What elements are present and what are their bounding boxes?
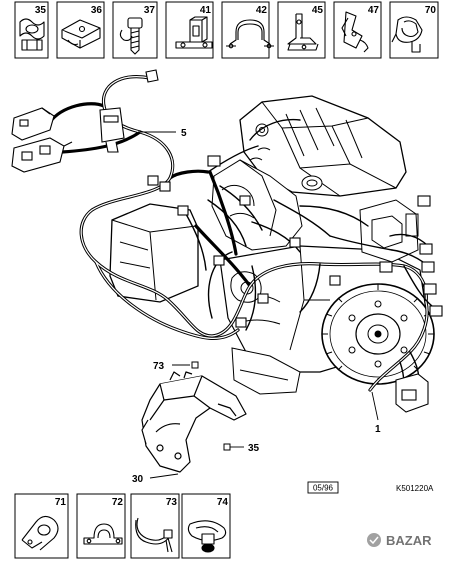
part-cell-35 — [14, 1, 49, 59]
part-cell-37 — [112, 1, 158, 59]
bottom-parts-strip — [14, 493, 231, 559]
connector-block — [429, 305, 443, 317]
connector-block — [147, 175, 159, 186]
connector-block — [423, 283, 437, 295]
center-connector — [99, 107, 125, 153]
part-number-71: 71 — [55, 497, 67, 508]
callout-bracket: 30 — [132, 474, 144, 485]
bottom-part-numbers: 71 72 73 74 — [55, 497, 229, 508]
part-number-47: 47 — [368, 5, 380, 16]
part-number-37: 37 — [144, 5, 156, 16]
connector-block — [239, 195, 251, 206]
part-number-42: 42 — [256, 5, 268, 16]
left-connector-lower — [11, 137, 73, 173]
clip-35-part — [223, 443, 231, 451]
watermark: BAZAR — [367, 533, 432, 548]
saddle-clip-icon — [83, 523, 123, 545]
date-code: 05/96 — [313, 484, 334, 493]
part-number-72: 72 — [112, 497, 124, 508]
tie-mount-icon — [187, 520, 227, 553]
screw-clip-icon — [119, 17, 143, 55]
flywheel — [321, 283, 435, 385]
connector-block — [417, 195, 431, 207]
clip-73-part — [191, 361, 199, 369]
part-cell-45 — [277, 1, 326, 59]
mounting-bracket — [141, 371, 247, 473]
connector-block — [419, 243, 433, 255]
date-stamp: 05/96 — [307, 481, 339, 494]
callout-clip-bottom: 35 — [248, 443, 260, 454]
harness-connectors — [11, 69, 443, 413]
harness-plug — [145, 69, 159, 83]
top-part-numbers: 35 36 37 41 42 45 47 70 — [35, 5, 437, 16]
spring-bracket-icon — [341, 11, 369, 53]
left-connector-upper — [11, 107, 55, 141]
part-cell-71 — [14, 493, 69, 559]
part-cell-72 — [76, 493, 126, 559]
connector-block — [329, 275, 341, 286]
connector-block — [177, 205, 189, 216]
part-number-73: 73 — [166, 497, 178, 508]
connector-block — [159, 181, 171, 192]
part-number-45: 45 — [312, 5, 324, 16]
part-number-35: 35 — [35, 5, 47, 16]
callout-leaders — [138, 131, 379, 479]
callout-clip-top: 73 — [153, 361, 165, 372]
cable-tie-icon — [135, 517, 173, 553]
part-cell-36 — [56, 1, 105, 59]
part-number-36: 36 — [91, 5, 103, 16]
callout-harness-upper: 5 — [181, 128, 187, 139]
lower-right-connector — [395, 373, 429, 413]
part-number-41: 41 — [200, 5, 212, 16]
bracket-plate-icon — [61, 19, 101, 49]
part-cell-74 — [181, 493, 231, 559]
connector-block — [213, 255, 225, 266]
grommet-clip-icon — [19, 18, 45, 51]
callout-labels: 5 73 35 30 1 — [132, 128, 381, 485]
part-number-74: 74 — [217, 497, 229, 508]
drawing-reference: K501220A — [396, 484, 434, 493]
p-clip-icon — [21, 515, 59, 551]
angle-bracket-icon — [287, 13, 319, 51]
part-cell-42 — [221, 1, 270, 59]
connector-block — [379, 261, 393, 273]
connector-block — [289, 237, 301, 248]
watermark-text: BAZAR — [386, 533, 432, 548]
part-cell-70 — [389, 1, 439, 59]
connector-block — [421, 261, 435, 273]
connector-block — [207, 155, 221, 167]
connector-block — [257, 293, 269, 304]
block-clip-icon — [175, 16, 213, 49]
callout-harness-main: 1 — [375, 424, 381, 435]
part-cell-41 — [165, 1, 214, 59]
top-parts-strip — [14, 1, 439, 59]
part-cell-47 — [333, 1, 382, 59]
connector-holder-icon — [391, 16, 423, 53]
part-cell-73 — [130, 493, 180, 559]
connector-block — [235, 317, 247, 328]
part-number-70: 70 — [425, 5, 437, 16]
band-bracket-icon — [226, 19, 274, 49]
